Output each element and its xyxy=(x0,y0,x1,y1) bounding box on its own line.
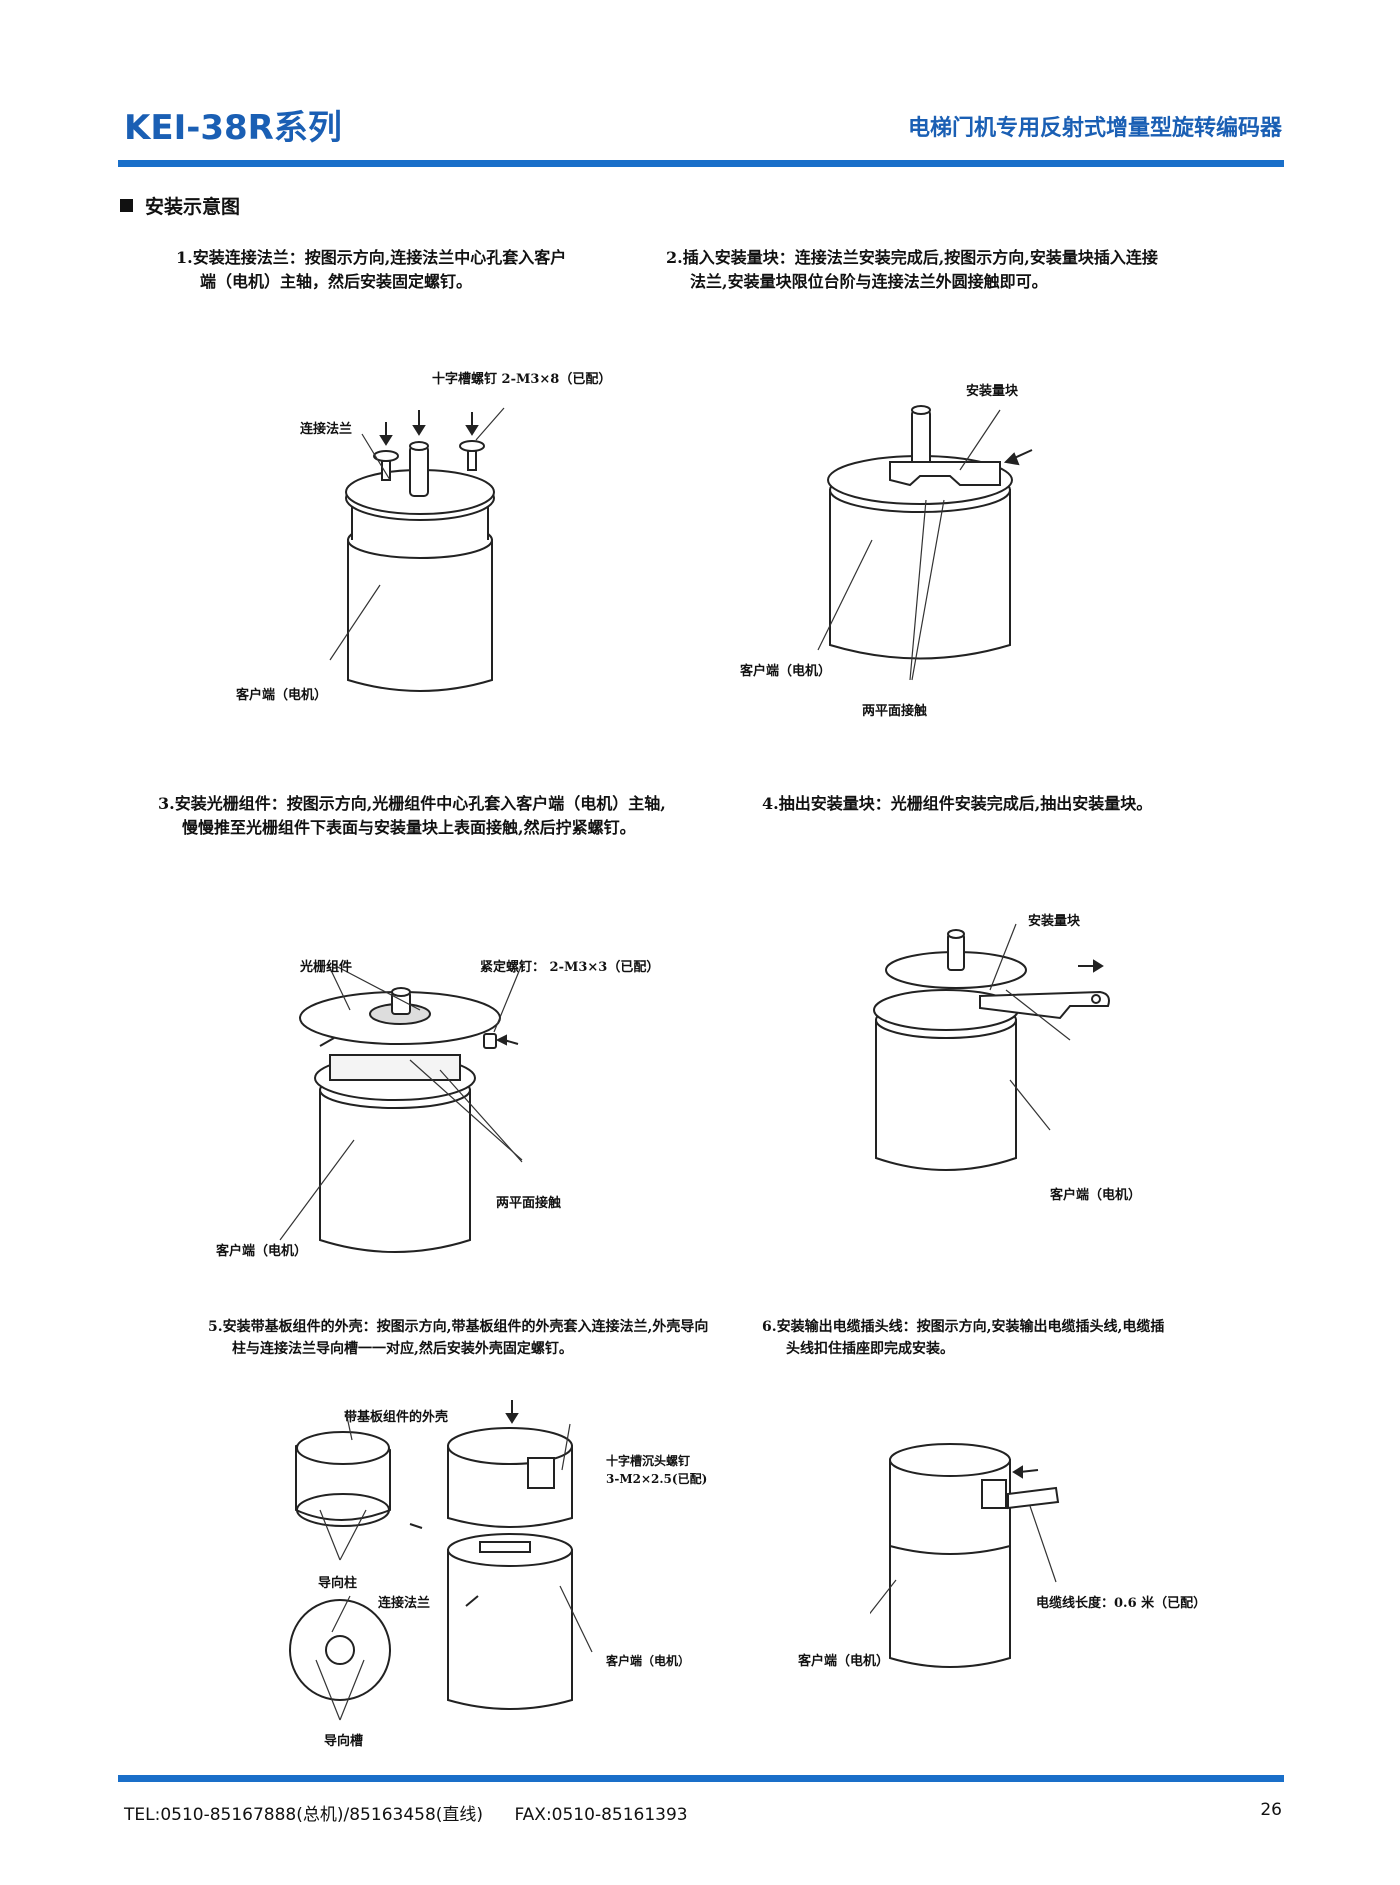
label-fig5-flange: 连接法兰 xyxy=(378,1596,431,1611)
figure-1-flange-install xyxy=(329,407,505,692)
label-fig6-cable: 电缆线长度：0.6 米（已配） xyxy=(1036,1596,1207,1611)
step-4-text: 4.抽出安装量块：光栅组件安装完成后,抽出安装量块。 xyxy=(762,794,1153,813)
step-2-text: 2.插入安装量块：连接法兰安装完成后,按图示方向,安装量块插入连接法兰,安装量块… xyxy=(666,248,1158,291)
step-1-text: 1.安装连接法兰：按图示方向,连接法兰中心孔套入客户端（电机）主轴，然后安装固定… xyxy=(176,248,567,291)
figure-6-cable-install xyxy=(870,1443,1060,1668)
label-fig2-block: 安装量块 xyxy=(966,384,1019,399)
figure-2-gauge-block xyxy=(817,405,1033,681)
product-title: 电梯门机专用反射式增量型旋转编码器 xyxy=(907,116,1282,141)
label-fig5-client: 客户端（电机） xyxy=(606,1654,691,1668)
label-fig5-pin: 导向柱 xyxy=(318,1576,358,1591)
label-fig3-client: 客户端（电机） xyxy=(216,1244,308,1259)
step-3-text: 3.安装光栅组件：按图示方向,光栅组件中心孔套入客户端（电机）主轴,慢慢推至光栅… xyxy=(158,794,666,837)
footer-fax: FAX:0510-85161393 xyxy=(514,1805,688,1825)
label-fig2-client: 客户端（电机） xyxy=(740,664,832,679)
figure-3-grating-install xyxy=(279,963,523,1253)
figure-5-housing-install xyxy=(289,1400,593,1721)
page-number: 26 xyxy=(1260,1800,1282,1820)
label-fig1-flange: 连接法兰 xyxy=(300,422,353,437)
label-fig4-client: 客户端（电机） xyxy=(1050,1188,1142,1203)
square-bullet-icon xyxy=(120,199,133,212)
footer-divider xyxy=(118,1775,1284,1782)
series-title: KEI-38R系列 xyxy=(124,108,342,148)
label-fig4-block: 安装量块 xyxy=(1028,914,1081,929)
label-fig3-setscrew: 紧定螺钉： 2-M3×3（已配） xyxy=(480,960,660,975)
footer-tel: TEL:0510-85167888(总机)/85163458(直线) xyxy=(124,1805,484,1825)
step-5-text: 5.安装带基板组件的外壳：按图示方向,带基板组件的外壳套入连接法兰,外壳导向柱与… xyxy=(208,1319,709,1357)
label-fig5-screw-l1: 十字槽沉头螺钉 xyxy=(606,1454,691,1468)
step-6-text: 6.安装输出电缆插头线：按图示方向,安装输出电缆插头线,电缆插头线扣住插座即完成… xyxy=(762,1319,1165,1357)
label-fig5-screw-l2: 3-M2×2.5(已配) xyxy=(606,1472,708,1486)
label-fig1-client: 客户端（电机） xyxy=(236,688,328,703)
figure-4-extract-block xyxy=(873,923,1110,1171)
footer-contact: TEL:0510-85167888(总机)/85163458(直线) FAX:0… xyxy=(124,1800,714,1825)
section-title: 安装示意图 xyxy=(145,196,241,218)
header-divider xyxy=(118,160,1284,167)
label-fig3-grating: 光栅组件 xyxy=(300,960,353,975)
label-fig3-contact: 两平面接触 xyxy=(496,1196,562,1211)
label-fig1-screw: 十字槽螺钉 2-M3×8（已配） xyxy=(432,372,612,387)
section-heading: 安装示意图 xyxy=(120,192,240,219)
label-fig2-contact: 两平面接触 xyxy=(862,704,928,719)
label-fig5-shell: 带基板组件的外壳 xyxy=(344,1410,449,1425)
label-fig5-slot: 导向槽 xyxy=(324,1734,364,1749)
label-fig6-client: 客户端（电机） xyxy=(798,1654,890,1669)
